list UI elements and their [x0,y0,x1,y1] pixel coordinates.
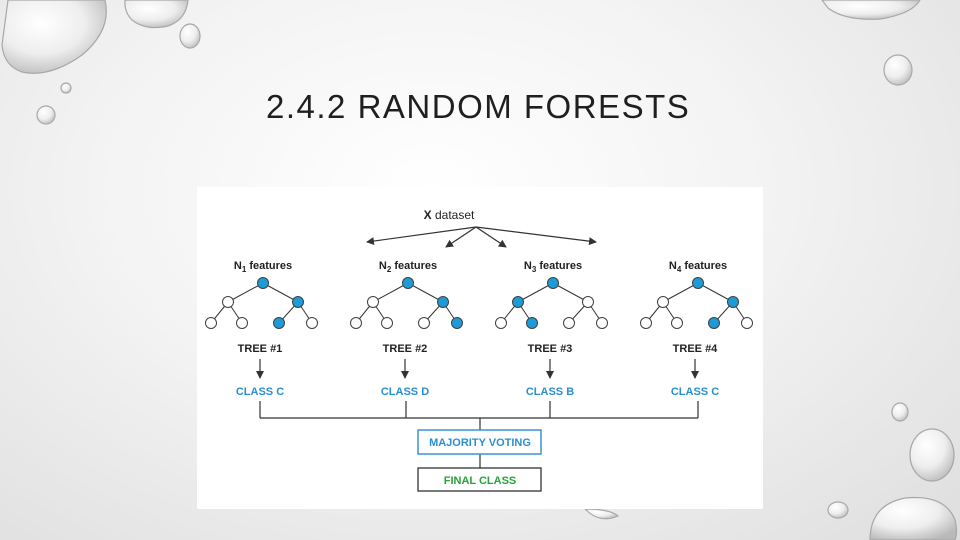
dataset-arrow [475,226,507,248]
tree-edge [552,282,589,303]
tree-node [418,317,430,329]
water-drop [869,496,958,540]
dataset-arrows [366,226,597,248]
tree-node-active [708,317,720,329]
final-class-box [417,467,542,492]
tree-node [495,317,507,329]
water-drop [883,54,913,86]
tree-node-active [273,317,285,329]
tree-node [657,296,669,308]
majority-voting-label: MAJORITY VOTING [429,437,531,449]
tree-node [367,296,379,308]
water-drop [891,402,909,422]
features-label: N2 features [379,260,437,274]
tree-node-active [257,277,269,289]
features-label: N4 features [669,260,727,274]
tree-node-active [402,277,414,289]
dataset-arrow [445,226,477,248]
tree-node [582,296,594,308]
tree-node [236,317,248,329]
tree-node [640,317,652,329]
tree-edge [372,282,409,303]
tree-node-active [547,277,559,289]
tree-node [205,317,217,329]
water-drop [36,105,56,125]
tree-node [350,317,362,329]
water-drop [60,82,72,94]
tree-edge [407,282,444,303]
tree-edge [262,282,299,303]
tree-node-active [292,296,304,308]
tree-node-active [692,277,704,289]
tree-node-active [512,296,524,308]
tree-node [563,317,575,329]
water-drop [909,428,955,482]
tree-node [671,317,683,329]
tree-node-active [526,317,538,329]
slide-title: 2.4.2 RANDOM FORESTS [266,88,691,125]
water-drop [827,501,849,519]
class-label: CLASS C [236,386,284,398]
tree-node [381,317,393,329]
tree-node [306,317,318,329]
water-drop [821,0,921,20]
class-label: CLASS B [526,386,574,398]
tree-label: TREE #2 [383,343,428,355]
tree-node-active [727,296,739,308]
dataset-arrow [366,226,477,246]
dataset-arrow [475,226,597,246]
tree-edge [697,282,734,303]
tree-edge [517,282,554,303]
tree-label: TREE #3 [528,343,573,355]
voting-connector [259,401,699,468]
features-label: N1 features [234,260,292,274]
tree-node-active [437,296,449,308]
tree-label: TREE #4 [673,343,719,355]
water-drop [583,508,620,520]
tree-label: TREE #1 [238,343,283,355]
water-drop [1,0,107,74]
dataset-label: X dataset [424,208,475,222]
water-drop [179,23,201,49]
tree-node-active [451,317,463,329]
final-class-label: FINAL CLASS [444,475,517,487]
majority-voting-box [417,429,542,455]
features-label: N3 features [524,260,582,274]
tree-node [222,296,234,308]
class-label: CLASS D [381,386,429,398]
class-label: CLASS C [671,386,719,398]
tree-node [596,317,608,329]
tree-node [741,317,753,329]
tree-edge [662,282,699,303]
water-drop [124,0,189,29]
tree-edge [227,282,264,303]
